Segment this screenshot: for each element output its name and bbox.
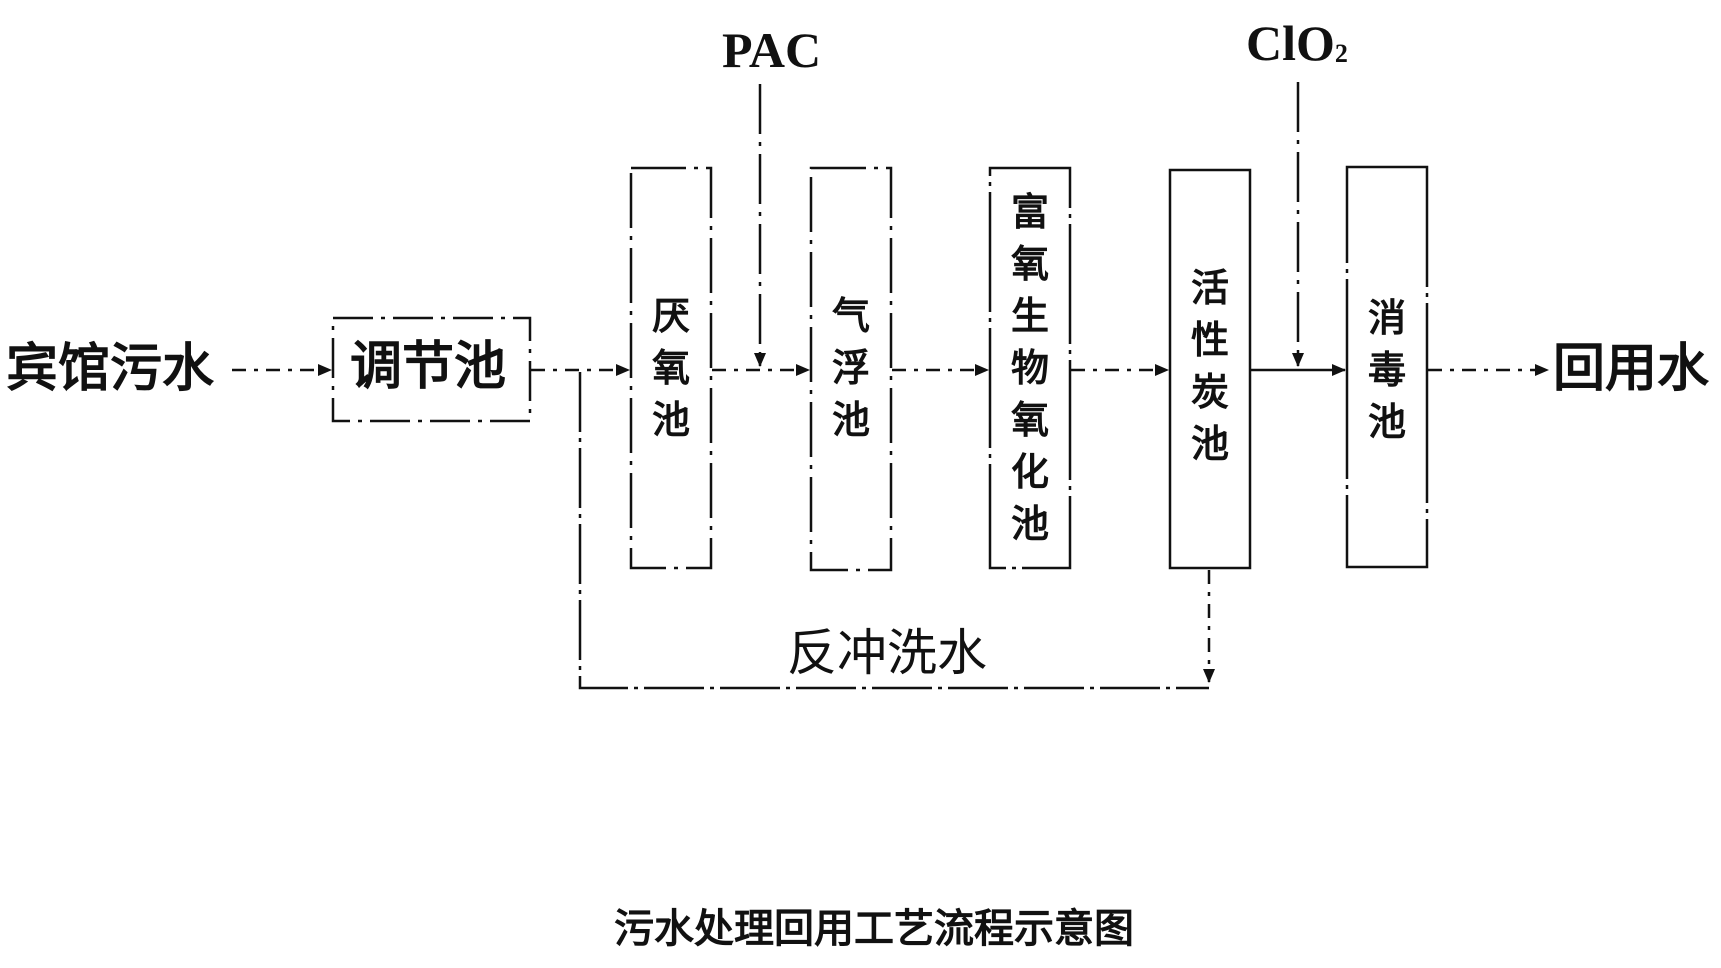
activated-carbon-char: 活 bbox=[1190, 266, 1229, 310]
bio-oxidation-tank-label: 富氧生物氧化池 bbox=[990, 186, 1070, 550]
regulating-tank-label: 调节池 bbox=[350, 337, 507, 397]
flotation-char: 浮 bbox=[831, 346, 870, 390]
disinfection-char: 池 bbox=[1367, 400, 1406, 444]
anaerobic-char: 池 bbox=[651, 398, 690, 442]
activated-carbon-tank-box bbox=[1168, 168, 1252, 570]
activated-carbon-char: 池 bbox=[1190, 422, 1229, 466]
bio-oxidation-char: 物 bbox=[1010, 346, 1049, 390]
flotation-char: 气 bbox=[831, 294, 870, 338]
backwash-loop-line bbox=[578, 372, 1209, 690]
flotation-tank-label: 气浮池 bbox=[811, 290, 891, 446]
activated-carbon-tank-label: 活性炭池 bbox=[1170, 262, 1250, 470]
bio-oxidation-char: 氧 bbox=[1010, 242, 1049, 286]
anaerobic-tank-label: 厌氧池 bbox=[631, 290, 711, 446]
anaerobic-char: 氧 bbox=[651, 346, 690, 390]
flotation-tank-box bbox=[809, 166, 893, 572]
disinfection-char: 消 bbox=[1367, 296, 1406, 340]
bio-oxidation-char: 富 bbox=[1010, 190, 1049, 234]
disinfection-char: 毒 bbox=[1367, 348, 1406, 392]
clo2-label: ClO2 bbox=[1246, 18, 1348, 68]
bio-oxidation-char: 生 bbox=[1010, 294, 1049, 338]
disinfection-tank-box bbox=[1345, 165, 1429, 569]
pac-label: PAC bbox=[722, 22, 822, 78]
bio-oxidation-char: 池 bbox=[1010, 502, 1049, 546]
bio-oxidation-char: 氧 bbox=[1010, 398, 1049, 442]
flotation-char: 池 bbox=[831, 398, 870, 442]
output-label: 回用水 bbox=[1553, 339, 1710, 399]
diagram-caption: 污水处理回用工艺流程示意图 bbox=[614, 905, 1134, 952]
bio-oxidation-char: 化 bbox=[1010, 450, 1049, 494]
backwash-label: 反冲洗水 bbox=[787, 624, 987, 682]
clo2-main-text: ClO bbox=[1246, 15, 1335, 71]
activated-carbon-char: 性 bbox=[1190, 318, 1229, 362]
source-label: 宾馆污水 bbox=[6, 339, 215, 399]
regulating-tank-box bbox=[331, 316, 532, 423]
disinfection-tank-label: 消毒池 bbox=[1347, 292, 1427, 448]
anaerobic-tank-box bbox=[629, 166, 713, 570]
bio-oxidation-tank-box bbox=[988, 166, 1072, 570]
anaerobic-char: 厌 bbox=[651, 294, 690, 338]
clo2-subscript: 2 bbox=[1334, 39, 1348, 68]
activated-carbon-char: 炭 bbox=[1190, 370, 1229, 414]
